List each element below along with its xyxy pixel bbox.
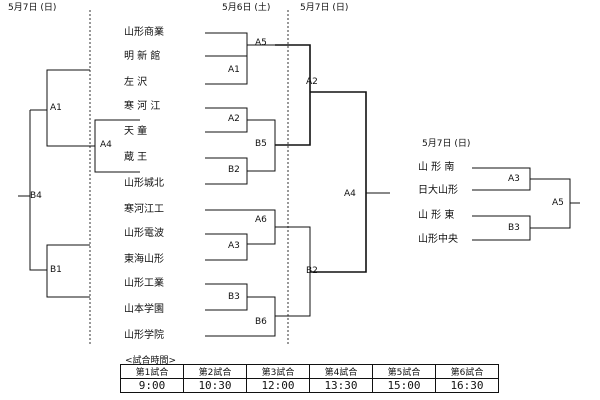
- schedule-header: 第6試合: [435, 364, 499, 379]
- date-left: 5月7日 (日): [8, 3, 57, 13]
- game-code: A6: [255, 215, 267, 225]
- game-code: A3: [508, 174, 520, 184]
- schedule-time-row: 9:00 10:30 12:00 13:30 15:00 16:30: [120, 378, 499, 393]
- game-code: B6: [255, 317, 267, 327]
- game-code: A5: [255, 38, 267, 48]
- schedule-time: 9:00: [120, 378, 184, 393]
- team-name: 東海山形: [124, 254, 164, 265]
- game-code: A2: [228, 114, 240, 124]
- game-code: B5: [255, 139, 267, 149]
- game-code: A1: [50, 103, 62, 113]
- date-round1: 5月6日 (土): [222, 3, 271, 13]
- right-team-name: 山 形 東: [418, 210, 455, 221]
- team-name: 寒河江工: [124, 204, 164, 215]
- team-name: 山形学院: [124, 330, 164, 341]
- schedule-time: 13:30: [309, 378, 373, 393]
- game-code: A2: [306, 77, 318, 87]
- game-code: A5: [552, 198, 564, 208]
- game-code: B1: [50, 265, 62, 275]
- game-code: A3: [228, 241, 240, 251]
- schedule-time: 15:00: [372, 378, 436, 393]
- schedule-header: 第2試合: [183, 364, 247, 379]
- schedule-time: 16:30: [435, 378, 499, 393]
- right-team-name: 山形中央: [418, 234, 458, 245]
- schedule-time: 12:00: [246, 378, 310, 393]
- game-code: B2: [306, 266, 318, 276]
- team-name: 山形電波: [124, 228, 164, 239]
- date-right: 5月7日 (日): [422, 139, 471, 149]
- game-code: B2: [228, 165, 240, 175]
- game-code: B4: [30, 191, 42, 201]
- right-team-name: 山 形 南: [418, 162, 455, 173]
- schedule-title: <試合時間>: [125, 356, 177, 366]
- team-name: 明 新 館: [124, 51, 161, 62]
- team-name: 山形城北: [124, 178, 164, 189]
- right-team-name: 日大山形: [418, 185, 458, 196]
- game-code: A4: [344, 189, 356, 199]
- team-name: 蔵 王: [124, 152, 148, 163]
- schedule-table: 第1試合 第2試合 第3試合 第4試合 第5試合 第6試合 9:00 10:30…: [120, 364, 499, 393]
- schedule-header: 第1試合: [120, 364, 184, 379]
- team-name: 山形商業: [124, 27, 164, 38]
- game-code: A4: [100, 140, 112, 150]
- schedule-header-row: 第1試合 第2試合 第3試合 第4試合 第5試合 第6試合: [120, 364, 499, 379]
- team-name: 天 童: [124, 126, 148, 137]
- schedule-header: 第5試合: [372, 364, 436, 379]
- schedule-time: 10:30: [183, 378, 247, 393]
- schedule-header: 第3試合: [246, 364, 310, 379]
- game-code: A1: [228, 65, 240, 75]
- date-round2: 5月7日 (日): [300, 3, 349, 13]
- team-name: 左 沢: [124, 77, 148, 88]
- game-code: B3: [508, 223, 520, 233]
- team-name: 山本学園: [124, 304, 164, 315]
- game-code: B3: [228, 292, 240, 302]
- team-name: 山形工業: [124, 278, 164, 289]
- team-name: 寒 河 江: [124, 101, 161, 112]
- schedule-header: 第4試合: [309, 364, 373, 379]
